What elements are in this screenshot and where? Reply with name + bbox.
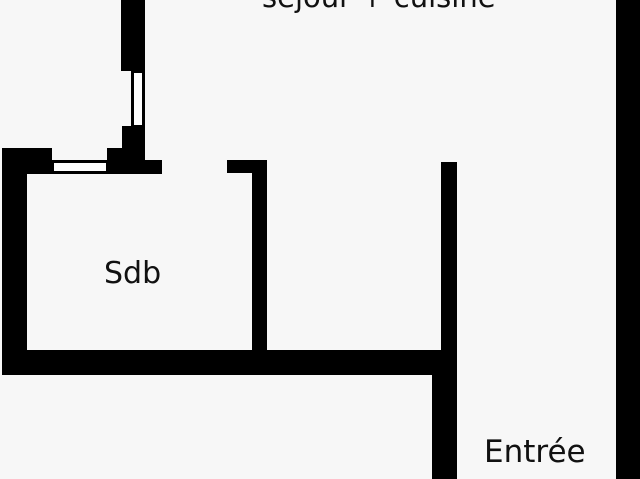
wall-right (616, 0, 640, 479)
wall-corridor-lower (432, 350, 457, 479)
wall-upper-vertical (121, 0, 145, 71)
window-upper (131, 71, 145, 127)
wall-corridor-upper (441, 162, 457, 357)
window-bathroom (52, 160, 108, 174)
room-label-bathroom: Sdb (104, 256, 162, 291)
wall-left (2, 148, 27, 375)
wall-bottom (2, 350, 457, 375)
room-label-living: séjour + cuisine (262, 0, 496, 12)
wall-bathroom-right (252, 160, 267, 355)
wall-top-right-stub (107, 160, 162, 174)
room-label-entrance: Entrée (484, 434, 586, 470)
